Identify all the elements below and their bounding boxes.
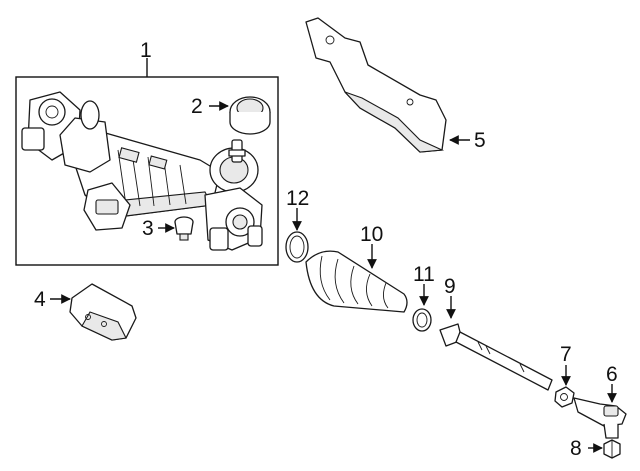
jam-nut[interactable]	[554, 386, 575, 408]
callout-4: 4	[34, 288, 46, 311]
boot-clamp-inner[interactable]	[412, 308, 432, 332]
rack-boot[interactable]	[305, 250, 408, 313]
boot-clamp-outer[interactable]	[285, 231, 309, 263]
heat-shield[interactable]	[69, 283, 137, 341]
inner-tie-rod[interactable]	[439, 323, 553, 391]
callout-7: 7	[560, 343, 572, 366]
callout-11: 11	[413, 263, 435, 286]
small-bushing[interactable]	[174, 216, 194, 241]
shield-plate[interactable]	[305, 17, 447, 153]
callout-9: 9	[444, 275, 456, 298]
outer-tie-rod-end[interactable]	[573, 397, 627, 439]
callout-10: 10	[360, 223, 383, 246]
steering-gear-assembly[interactable]	[21, 91, 263, 251]
castle-nut[interactable]	[603, 439, 621, 459]
mounting-bushing[interactable]	[229, 96, 271, 135]
callout-3: 3	[142, 217, 154, 240]
callout-6: 6	[606, 363, 618, 386]
callout-2: 2	[191, 95, 203, 118]
callout-5: 5	[474, 129, 486, 152]
callout-8: 8	[570, 437, 582, 460]
callout-12: 12	[286, 187, 309, 210]
callout-1: 1	[140, 39, 152, 62]
